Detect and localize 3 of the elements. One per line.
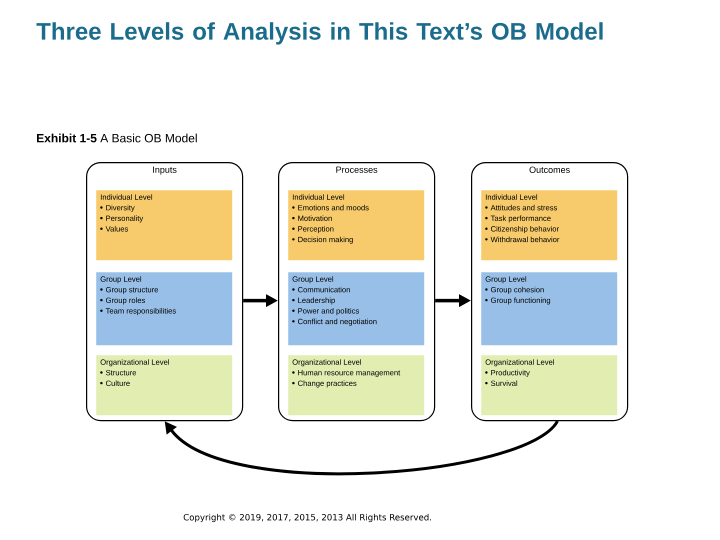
title: Three Levels of Analysis in This Text’s OB Model [36,22,603,45]
copyright-notice: Copyright © 2019, 2017, 2015, 2013 All Rights Reserved. [184,514,432,522]
exhibit-caption: Exhibit 1-5 A Basic OB Model [37,134,197,142]
